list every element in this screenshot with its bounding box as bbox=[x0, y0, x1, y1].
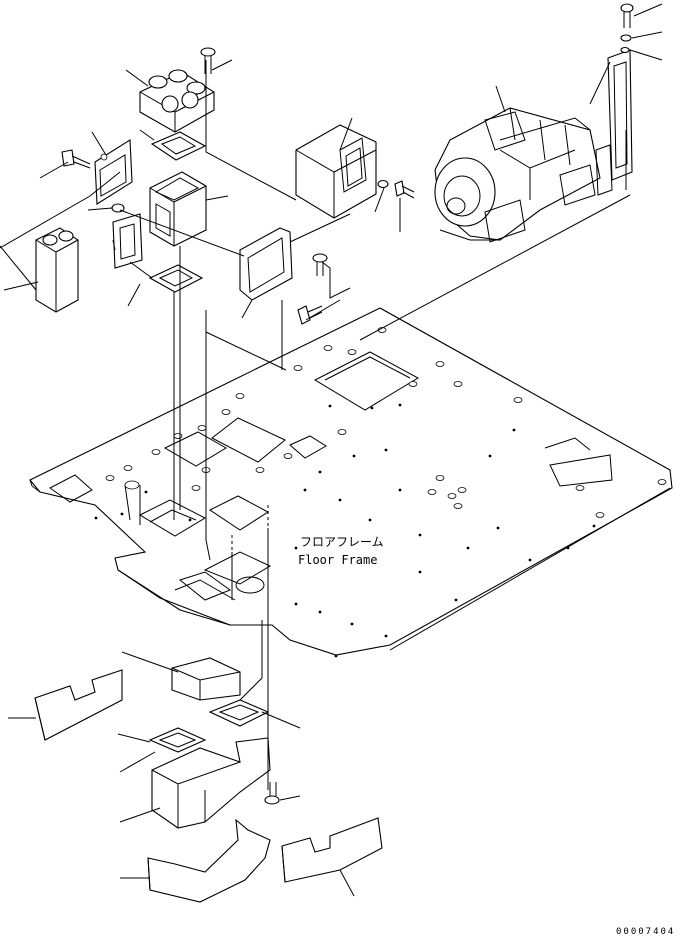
floor-holes bbox=[94, 403, 596, 658]
floor-opening-rear bbox=[313, 351, 420, 411]
floor-frame: フロアフレーム Floor Frame bbox=[29, 307, 673, 658]
drawing-number: 00007404 bbox=[616, 927, 675, 937]
seal-pad-3 bbox=[148, 264, 204, 293]
bolt-center-low bbox=[297, 305, 323, 325]
bolt-center-top bbox=[200, 47, 216, 74]
floor-opening-left bbox=[211, 417, 286, 463]
duct-cover-left bbox=[34, 669, 123, 741]
washer-top-right-2 bbox=[620, 46, 630, 54]
washer-right bbox=[377, 179, 389, 189]
bolt-left-1 bbox=[61, 149, 91, 169]
duct-cover-bottom-right bbox=[281, 817, 383, 883]
valve-body-left bbox=[35, 227, 79, 313]
blower-valve-assembly bbox=[139, 69, 215, 133]
bolt-top-right bbox=[620, 3, 634, 28]
duct-case-lower bbox=[151, 737, 271, 829]
seal-pad-2 bbox=[112, 213, 143, 269]
duct-box bbox=[149, 171, 207, 247]
leader-lines bbox=[0, 3, 663, 897]
mounting-bracket-left bbox=[94, 139, 133, 205]
heater-bracket-tall bbox=[595, 49, 633, 196]
floor-frame-label-jp: フロアフレーム bbox=[300, 535, 384, 549]
bolt-right bbox=[394, 180, 415, 199]
bolt-center-mid bbox=[312, 253, 328, 276]
seal-pad-lower-2 bbox=[148, 727, 207, 753]
mounting-plate-center bbox=[239, 227, 293, 301]
bolt-lower bbox=[264, 782, 280, 805]
seal-pad-lower-1 bbox=[208, 699, 270, 727]
duct-cover-bottom-left bbox=[147, 818, 271, 903]
heater-unit bbox=[434, 107, 601, 243]
duct-bracket-right bbox=[295, 124, 377, 219]
washer-top-right-1 bbox=[620, 34, 632, 42]
floor-frame-label-en: Floor Frame bbox=[298, 553, 377, 567]
duct-cover-upper bbox=[171, 657, 241, 701]
seal-pad-1 bbox=[150, 131, 207, 161]
